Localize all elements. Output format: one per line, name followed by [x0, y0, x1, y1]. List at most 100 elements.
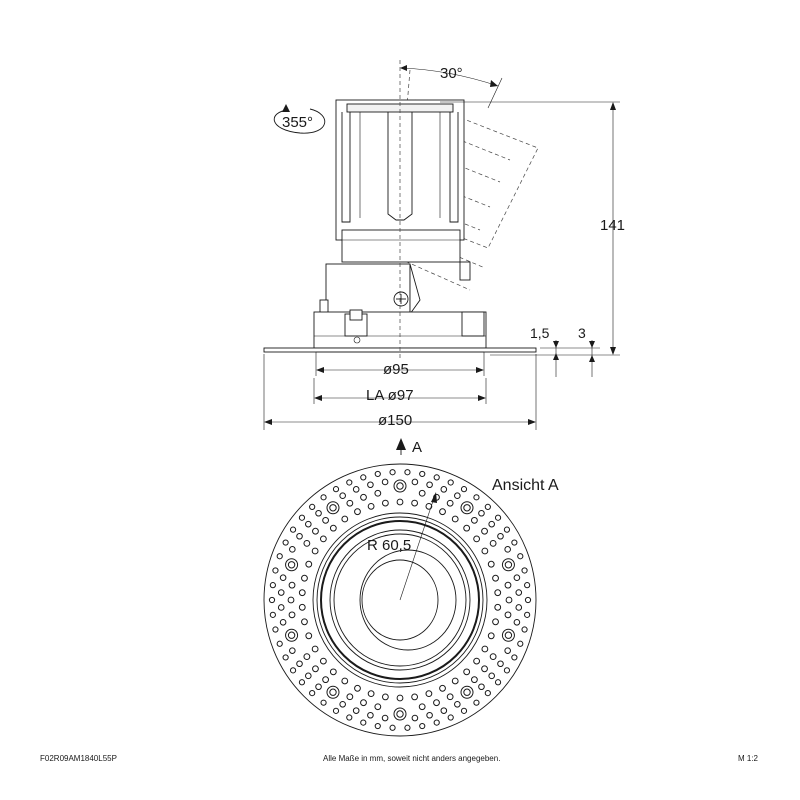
perforation-hole: [396, 694, 404, 702]
perforation-hole: [451, 515, 459, 523]
perforation-hole: [503, 526, 511, 533]
perforation-hole: [494, 679, 502, 686]
reflector-outer: [329, 529, 471, 671]
perforation-hole: [298, 514, 306, 521]
perforation-hole: [511, 539, 518, 546]
mounting-hole: [287, 561, 296, 569]
perforation-hole: [374, 722, 381, 730]
perforation-hole: [269, 611, 276, 618]
perforation-hole: [374, 489, 382, 497]
perforation-hole: [419, 470, 426, 478]
rotation-angle-label: 355°: [282, 114, 313, 131]
perforation-hole: [447, 714, 454, 721]
perforation-hole: [488, 520, 495, 528]
perforation-hole: [289, 526, 297, 533]
perforation-hole: [298, 589, 306, 597]
perforation-hole: [276, 553, 283, 560]
perforation-hole: [504, 647, 511, 654]
perforation-hole: [505, 596, 513, 604]
mounting-hole: [504, 561, 513, 569]
perforation-hole: [503, 667, 511, 674]
perforation-hole: [329, 668, 337, 676]
perforation-hole: [492, 574, 499, 582]
perforation-hole: [515, 604, 523, 611]
mounting-hole: [329, 504, 337, 512]
perforation-hole: [269, 582, 276, 589]
perforation-hole: [446, 693, 454, 701]
perforation-hole: [517, 553, 524, 560]
tilt-angle-label: 30°: [440, 65, 463, 82]
outer-diameter-label: ø150: [378, 412, 412, 429]
perforation-hole: [433, 719, 440, 726]
trim-base: [263, 309, 537, 353]
view-title: Ansicht A: [492, 477, 559, 494]
perforation-hole: [367, 481, 374, 489]
perforation-hole: [489, 539, 497, 547]
perforation-hole: [513, 619, 521, 626]
perforation-hole: [504, 581, 512, 589]
reflector-inner: [333, 533, 467, 667]
height-dimension: 141: [440, 101, 625, 356]
perforation-hole: [346, 479, 353, 486]
perforation-hole: [303, 539, 311, 547]
perforation-hole: [277, 604, 285, 611]
perforation-hole: [381, 714, 389, 722]
perforation-hole: [389, 469, 396, 476]
mounting-hole: [287, 631, 296, 639]
perforation-hole: [282, 654, 289, 661]
perforation-hole: [494, 589, 502, 597]
perforation-hole: [451, 677, 459, 685]
perforation-hole: [460, 486, 468, 493]
dimension-note: Alle Maße in mm, soweit nicht anders ang…: [323, 754, 501, 763]
mounting-hole: [463, 504, 471, 512]
perforation-hole: [454, 492, 461, 500]
perforation-hole: [268, 596, 276, 604]
perforation-hole: [301, 574, 308, 582]
perforation-hole: [488, 672, 495, 680]
perforation-hole: [312, 527, 319, 535]
perforation-hole: [489, 653, 497, 661]
perforation-hole: [354, 684, 361, 692]
perforation-hole: [279, 574, 287, 582]
perforation-hole: [305, 672, 312, 680]
mounting-hole: [504, 631, 513, 639]
perforation-hole: [484, 503, 491, 510]
perforation-hole: [439, 508, 446, 516]
perforation-hole: [360, 493, 367, 501]
perforation-hole: [411, 714, 419, 722]
perforation-hole: [492, 618, 499, 626]
perforation-hole: [440, 486, 448, 493]
perforation-hole: [346, 693, 354, 701]
perforation-hole: [396, 498, 404, 506]
perforation-hole: [481, 547, 489, 555]
radius-leader: [399, 497, 435, 601]
perforation-hole: [312, 665, 319, 673]
lens: [361, 559, 439, 641]
perforation-hole: [315, 509, 322, 517]
perforation-hole: [289, 667, 297, 674]
perforation-hole: [352, 707, 360, 714]
perforation-hole: [411, 693, 419, 701]
perforation-hole: [352, 486, 360, 493]
perforation-hole: [311, 645, 319, 653]
mounting-hole: [463, 688, 471, 696]
perforation-hole: [360, 719, 367, 726]
perforation-hole: [473, 535, 481, 543]
perforation-hole: [288, 611, 296, 619]
perforation-hole: [381, 478, 389, 486]
perforation-hole: [471, 516, 478, 524]
perforation-hole: [478, 683, 485, 691]
perforation-hole: [425, 502, 433, 510]
perforation-hole: [272, 567, 279, 574]
perforation-hole: [484, 690, 491, 697]
trim-ring-outer: [312, 512, 488, 688]
mounting-hole: [329, 688, 337, 696]
perforation-hole: [329, 524, 337, 532]
perforation-hole: [301, 618, 308, 626]
perforation-hole: [463, 524, 471, 532]
perforation-hole: [339, 700, 346, 708]
perforation-hole: [277, 589, 285, 596]
perforation-hole: [311, 547, 319, 555]
perforation-hole: [426, 481, 433, 489]
perforation-hole: [319, 535, 327, 543]
